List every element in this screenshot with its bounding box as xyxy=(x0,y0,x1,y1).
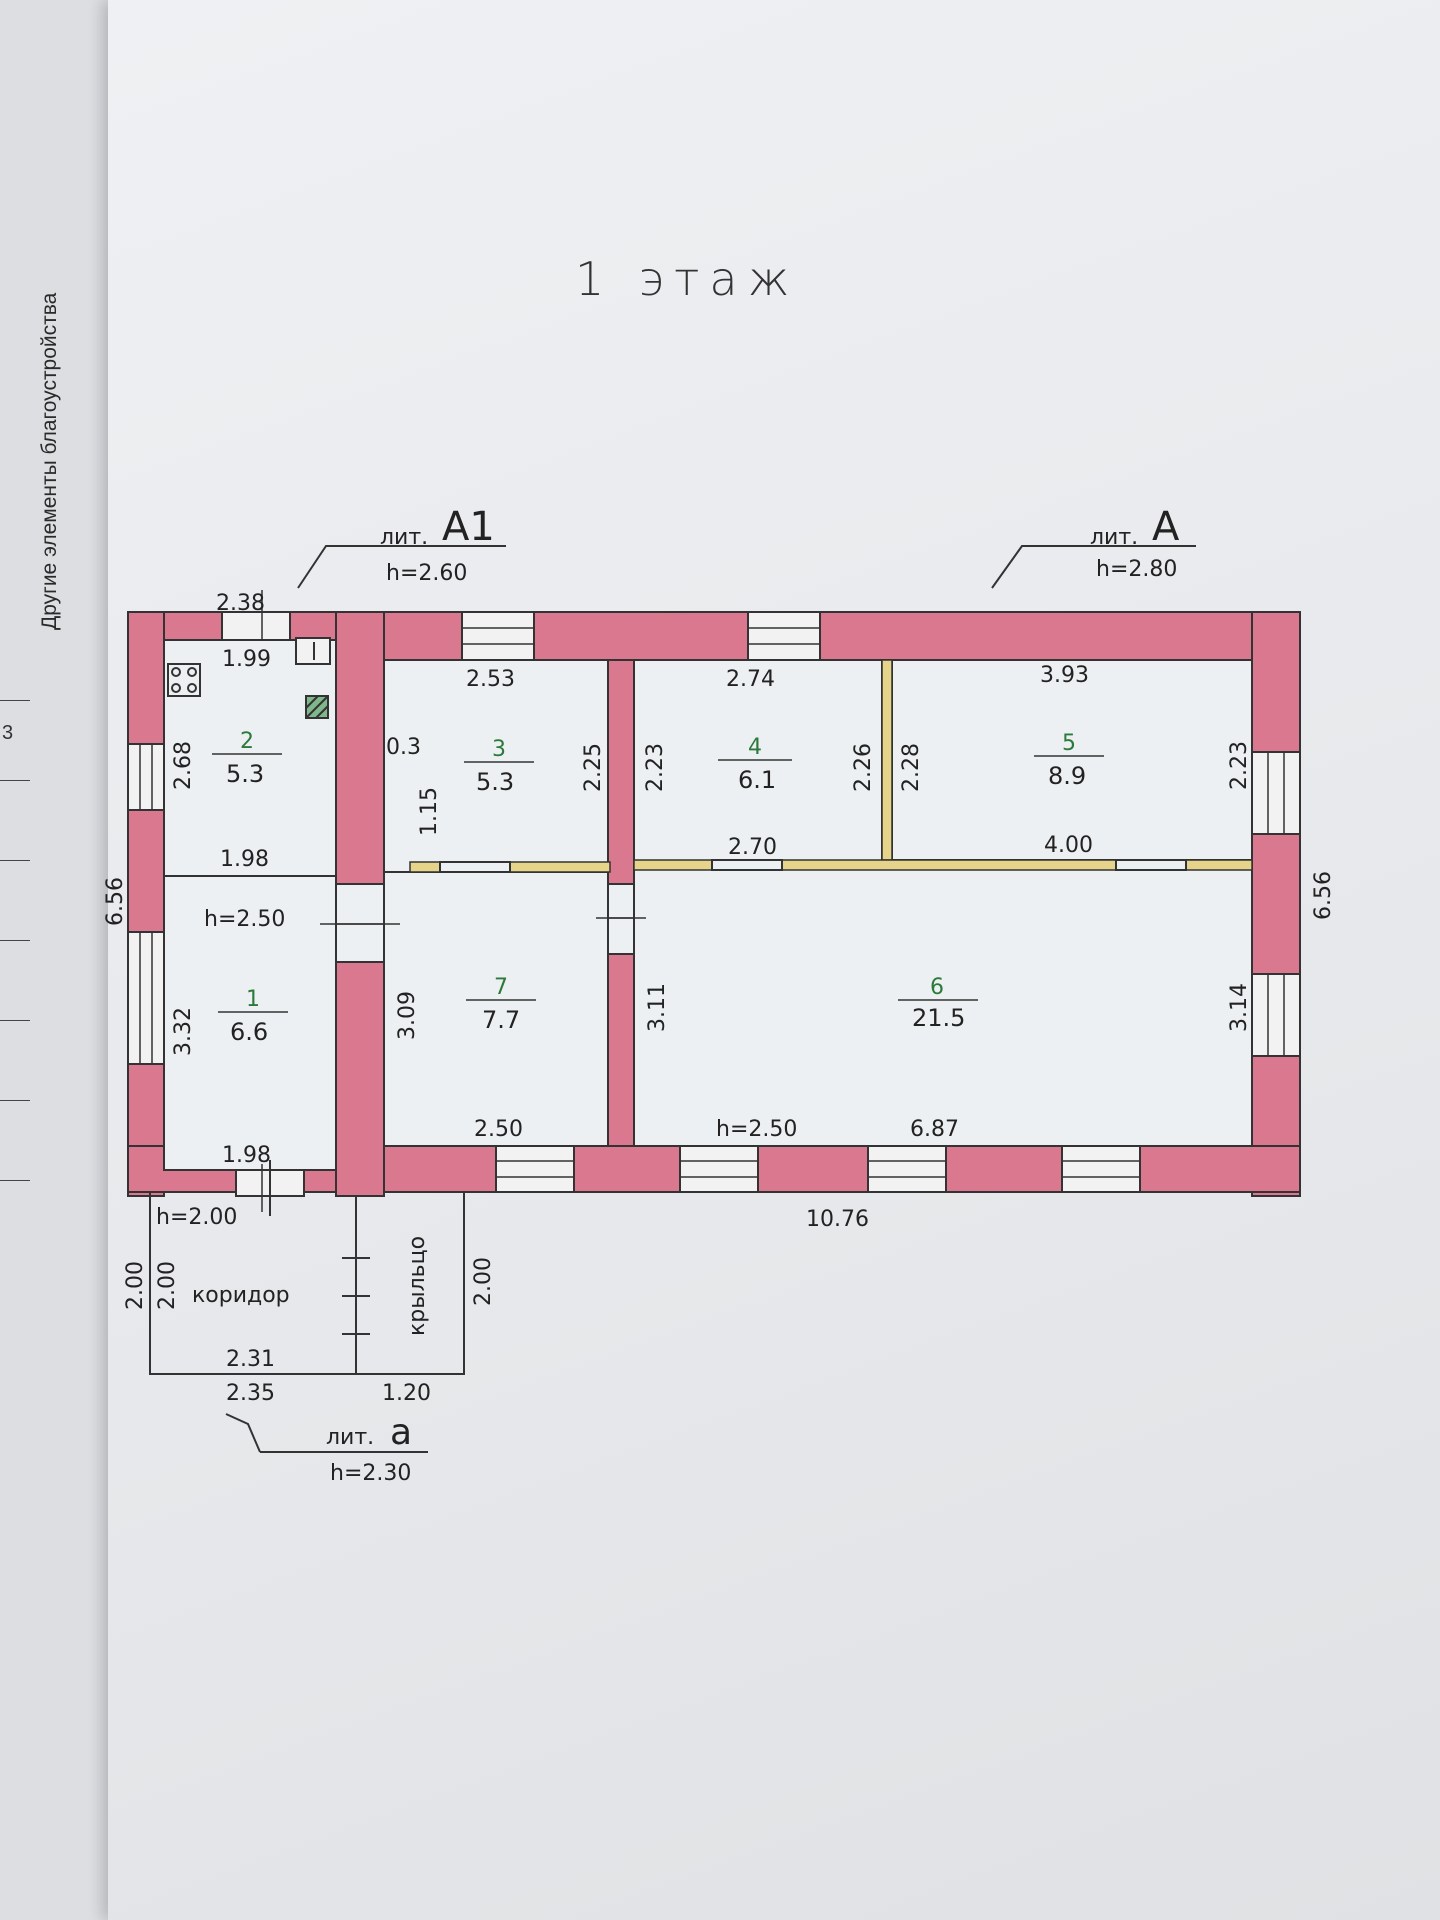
dim-3-93: 3.93 xyxy=(1040,663,1089,688)
liter-small-a-height: h=2.30 xyxy=(330,1461,411,1486)
dim-3-32: 3.32 xyxy=(171,1007,196,1056)
dim-h-2-50-a: h=2.50 xyxy=(204,907,285,932)
liter-small-a-label: лит. xyxy=(326,1425,374,1450)
room-7-area: 7.7 xyxy=(482,1006,520,1034)
dim-6-56-left: 6.56 xyxy=(103,877,128,926)
rule-line xyxy=(0,700,30,701)
room-4-number: 4 xyxy=(748,735,762,760)
windows xyxy=(127,611,1301,1197)
dim-2-00-c: 2.00 xyxy=(471,1257,496,1306)
room-4-area: 6.1 xyxy=(738,766,776,794)
dim-2-23-b: 2.23 xyxy=(1227,741,1252,790)
liter-small-a-letter: а xyxy=(390,1412,412,1453)
dim-1-98-bottom: 1.98 xyxy=(222,1143,271,1168)
dim-1-20: 1.20 xyxy=(382,1381,431,1406)
dim-1-98-top: 1.98 xyxy=(220,847,269,872)
room-1-number: 1 xyxy=(246,987,260,1012)
dim-2-00-a: 2.00 xyxy=(123,1261,148,1310)
dim-2-25: 2.25 xyxy=(581,743,606,792)
dim-2-28: 2.28 xyxy=(899,743,924,792)
liter-a1-height: h=2.60 xyxy=(386,561,467,586)
rule-line xyxy=(0,1020,30,1021)
room-5-number: 5 xyxy=(1062,731,1076,756)
room-7-number: 7 xyxy=(494,975,508,1000)
rule-line xyxy=(0,1100,30,1101)
dim-2-70: 2.70 xyxy=(728,835,777,860)
dim-2-68: 2.68 xyxy=(171,741,196,790)
stove-icon xyxy=(167,663,201,697)
corridor-label: коридор xyxy=(192,1283,290,1308)
rule-line xyxy=(0,780,30,781)
dim-2-00-b: 2.00 xyxy=(155,1261,180,1310)
area-bars xyxy=(212,753,1104,1013)
dim-6-87: 6.87 xyxy=(910,1117,959,1142)
room-2-area: 5.3 xyxy=(226,760,264,788)
dim-2-31: 2.31 xyxy=(226,1347,275,1372)
dim-2-26: 2.26 xyxy=(851,743,876,792)
dim-2-50: 2.50 xyxy=(474,1117,523,1142)
dim-0-3: 0.3 xyxy=(386,735,421,760)
room-2-number: 2 xyxy=(240,729,254,754)
room-1-area: 6.6 xyxy=(230,1018,268,1046)
porch-label: крыльцо xyxy=(405,1236,430,1336)
annex-outline xyxy=(149,1192,465,1375)
underlying-page: Другие элементы благоустройства 3 xyxy=(0,0,120,1920)
liter-a1-label: лит. xyxy=(380,525,428,550)
room-6-number: 6 xyxy=(930,975,944,1000)
dimension-lines xyxy=(164,590,646,1212)
window-mullions xyxy=(139,627,1285,1178)
room-5-area: 8.9 xyxy=(1048,762,1086,790)
room-3-number: 3 xyxy=(492,737,506,762)
liter-a-label: лит. xyxy=(1090,525,1138,550)
dim-h-2-50-b: h=2.50 xyxy=(716,1117,797,1142)
floor-title: 1 этаж xyxy=(575,252,800,306)
annex-ticks xyxy=(269,1160,370,1335)
dim-h-2-00: h=2.00 xyxy=(156,1205,237,1230)
dim-3-09: 3.09 xyxy=(395,991,420,1040)
rule-line xyxy=(0,860,30,861)
dim-3-14: 3.14 xyxy=(1227,983,1252,1032)
boiler-icon xyxy=(295,637,331,665)
side-number: 3 xyxy=(2,722,14,744)
room-6-area: 21.5 xyxy=(912,1004,965,1032)
doorways xyxy=(335,859,1187,963)
dim-4-00: 4.00 xyxy=(1044,833,1093,858)
dim-1-99: 1.99 xyxy=(222,647,271,672)
room-3-area: 5.3 xyxy=(476,768,514,796)
rule-line xyxy=(0,940,30,941)
dim-2-74: 2.74 xyxy=(726,667,775,692)
rule-line xyxy=(0,1180,30,1181)
liter-a1-letter: А1 xyxy=(442,504,495,550)
vent-icon xyxy=(305,695,329,719)
room-interiors xyxy=(163,639,1253,1171)
dim-2-23-a: 2.23 xyxy=(643,743,668,792)
dim-2-35: 2.35 xyxy=(226,1381,275,1406)
liter-a-height: h=2.80 xyxy=(1096,557,1177,582)
liter-leaders xyxy=(225,545,1196,1453)
dim-2-53: 2.53 xyxy=(466,667,515,692)
liter-a-letter: А xyxy=(1152,504,1180,550)
dim-6-56-right: 6.56 xyxy=(1311,871,1336,920)
dim-1-15: 1.15 xyxy=(417,787,442,836)
dim-2-38: 2.38 xyxy=(216,591,265,616)
dim-10-76: 10.76 xyxy=(806,1207,869,1232)
dim-3-11: 3.11 xyxy=(645,983,670,1032)
